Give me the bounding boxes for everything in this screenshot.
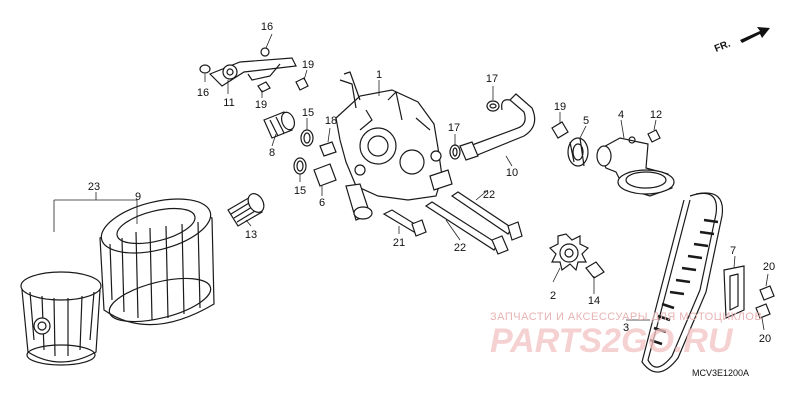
oil-pump-assembly[interactable] <box>335 71 453 221</box>
callout-11: 11 <box>223 97 234 109</box>
callout-21: 21 <box>393 237 405 249</box>
callout-18: 18 <box>325 115 337 127</box>
union-bolt-part[interactable] <box>227 191 267 227</box>
chain-guide[interactable] <box>723 265 745 319</box>
callout-8: 8 <box>269 147 275 159</box>
callout-13: 13 <box>245 229 257 241</box>
strainer-bolt-part[interactable] <box>647 129 661 143</box>
oil-pump-drive-chain[interactable] <box>641 192 724 373</box>
oil-joint-collar[interactable] <box>263 110 297 139</box>
callout-20a: 20 <box>763 261 775 273</box>
callout-4: 4 <box>618 109 624 121</box>
callout-22b: 22 <box>454 242 466 254</box>
oil-pipe-bracket[interactable] <box>208 57 297 87</box>
callout-19a: 19 <box>302 59 314 71</box>
watermark: ЗАПЧАСТИ И АКСЕССУАРЫ ДЛЯ МОТОЦИКЛОВ PAR… <box>490 311 762 360</box>
callout-7: 7 <box>730 245 736 257</box>
callout-20b: 20 <box>759 333 771 345</box>
callout-17b: 17 <box>448 122 460 134</box>
chain-guide-bolt-part[interactable] <box>755 285 775 319</box>
front-direction-indicator: FR. <box>713 27 770 55</box>
callout-17a: 17 <box>486 73 498 85</box>
pipe-o-ring-part[interactable] <box>449 100 500 160</box>
dowel-pin-part[interactable] <box>313 141 337 187</box>
callout-9: 9 <box>135 191 141 203</box>
front-arrow-icon <box>740 27 770 43</box>
callout-14: 14 <box>588 295 600 307</box>
callout-23: 23 <box>88 181 100 193</box>
callout-2: 2 <box>550 290 556 302</box>
callout-3: 3 <box>623 322 629 334</box>
strainer-seal-part[interactable] <box>567 137 589 167</box>
oil-filter-element[interactable] <box>96 189 216 330</box>
callout-19c: 19 <box>554 101 566 113</box>
callout-10: 10 <box>506 167 518 179</box>
callout-16b: 16 <box>197 87 209 99</box>
drawing-code: MCV3E1200A <box>692 368 749 378</box>
direction-label: FR. <box>713 38 732 54</box>
callout-19b: 19 <box>255 99 267 111</box>
callout-16a: 16 <box>261 21 273 33</box>
flange-bolt-part[interactable] <box>257 77 569 139</box>
watermark-subtitle: ЗАПЧАСТИ И АКСЕССУАРЫ ДЛЯ МОТОЦИКЛОВ <box>490 311 762 323</box>
oil-pipe[interactable] <box>459 93 536 161</box>
oil-filter-cartridge[interactable] <box>20 271 102 366</box>
washer-part[interactable] <box>199 47 270 74</box>
callout-6: 6 <box>319 197 325 209</box>
leader-lines <box>204 33 769 331</box>
oil-pump-sprocket[interactable] <box>548 233 590 272</box>
callout-labels: 1 2 3 4 5 6 7 8 9 10 11 12 13 14 15 15 1… <box>88 21 775 345</box>
callout-1: 1 <box>376 69 382 81</box>
o-ring-part[interactable] <box>293 129 314 175</box>
callout-12: 12 <box>650 109 662 121</box>
callout-15b: 15 <box>294 185 306 197</box>
pump-mounting-bolt[interactable] <box>382 191 523 255</box>
callout-22a: 22 <box>483 189 495 201</box>
callout-bracket-23-9 <box>53 192 138 232</box>
watermark-brand: PARTS2GO.RU <box>490 322 734 360</box>
callout-5: 5 <box>583 115 589 127</box>
oil-strainer[interactable] <box>596 136 675 197</box>
callout-15a: 15 <box>302 107 314 119</box>
sprocket-bolt-part[interactable] <box>585 261 605 279</box>
